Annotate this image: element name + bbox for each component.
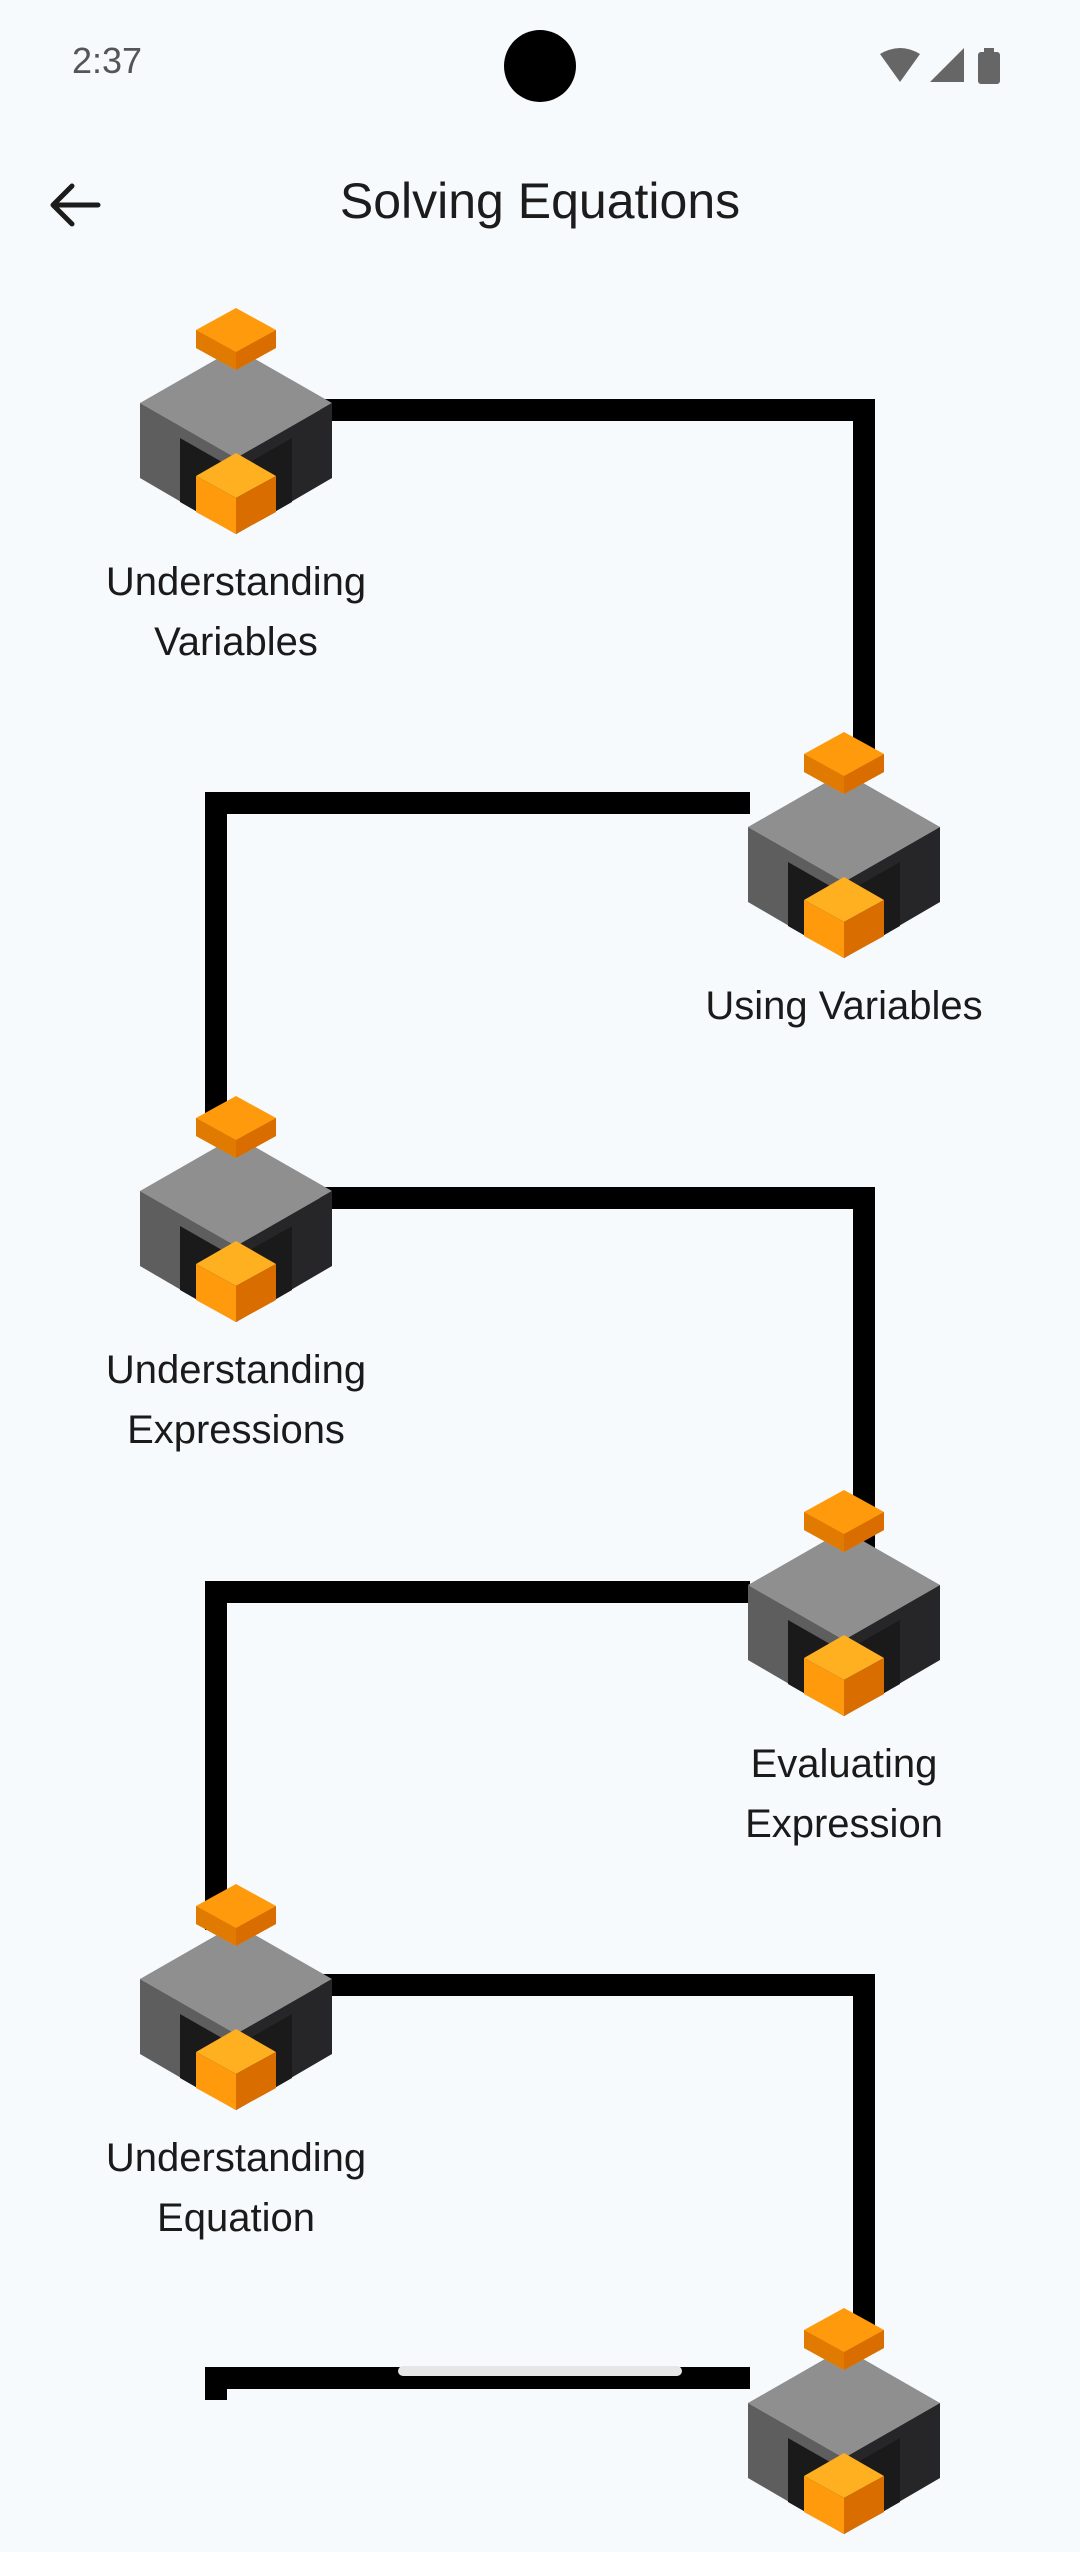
camera-cutout <box>504 30 576 102</box>
lesson-node-using-variables[interactable]: Using Variables <box>684 732 1004 1036</box>
lesson-node-evaluating-expression[interactable]: Evaluating Expression <box>684 1490 1004 1854</box>
lesson-cube-icon <box>140 1884 332 2110</box>
status-icons <box>880 48 1000 84</box>
lesson-label: Understanding Expressions <box>105 1348 367 1452</box>
home-indicator[interactable] <box>398 2366 682 2376</box>
lesson-cube-icon <box>140 308 332 534</box>
lesson-cube-icon <box>748 1490 940 1716</box>
lesson-label: Understanding Variables <box>105 560 367 664</box>
status-time: 2:37 <box>72 40 143 81</box>
lesson-node-understanding-expressions[interactable]: Understanding Expressions <box>76 1096 396 1460</box>
lesson-path <box>205 399 875 2400</box>
lesson-cube-icon <box>748 2308 940 2534</box>
lesson-node-understanding-equation[interactable]: Understanding Equation <box>76 1884 396 2248</box>
back-arrow-icon[interactable] <box>40 170 110 240</box>
wifi-icon <box>880 48 920 82</box>
lesson-node-understanding-variables[interactable]: Understanding Variables <box>76 308 396 672</box>
signal-icon <box>930 48 964 82</box>
lesson-label: Using Variables <box>705 984 983 1028</box>
battery-icon <box>978 48 1000 84</box>
status-bar: 2:37 <box>0 0 1080 130</box>
lesson-node-next[interactable] <box>684 2308 1004 2552</box>
page-title: Solving Equations <box>339 173 741 229</box>
lesson-label: Understanding Equation <box>105 2136 367 2240</box>
lesson-cube-icon <box>748 732 940 958</box>
app-bar: Solving Equations <box>0 150 1080 260</box>
lesson-cube-icon <box>140 1096 332 1322</box>
lesson-label: Evaluating Expression <box>745 1742 943 1846</box>
